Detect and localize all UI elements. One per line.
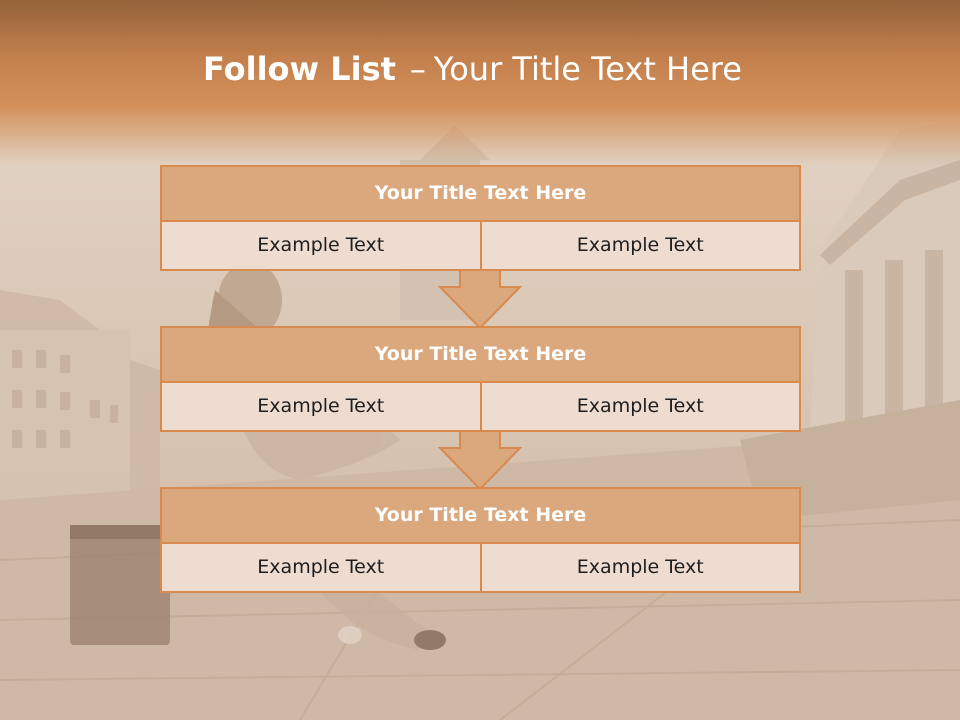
slide-title: Follow List–Your Title Text Here — [0, 50, 945, 88]
step-row: Example Text Example Text — [160, 222, 801, 271]
step-title: Your Title Text Here — [160, 487, 801, 544]
step-title: Your Title Text Here — [160, 326, 801, 383]
step-title: Your Title Text Here — [160, 165, 801, 222]
step-row: Example Text Example Text — [160, 544, 801, 593]
title-rest: Your Title Text Here — [433, 50, 742, 88]
step-cell-left: Example Text — [160, 383, 482, 432]
step-cell-right: Example Text — [481, 383, 801, 432]
step-cell-left: Example Text — [160, 222, 482, 271]
title-separator: – — [409, 50, 426, 88]
follow-step-1: Your Title Text Here Example Text Exampl… — [160, 165, 801, 271]
down-arrow-icon — [438, 431, 522, 491]
follow-step-3: Your Title Text Here Example Text Exampl… — [160, 487, 801, 593]
step-row: Example Text Example Text — [160, 383, 801, 432]
step-cell-right: Example Text — [481, 544, 801, 593]
step-cell-left: Example Text — [160, 544, 482, 593]
follow-step-2: Your Title Text Here Example Text Exampl… — [160, 326, 801, 432]
header-band — [0, 0, 960, 165]
title-bold: Follow List — [203, 50, 396, 88]
step-cell-right: Example Text — [481, 222, 801, 271]
down-arrow-icon — [438, 270, 522, 330]
